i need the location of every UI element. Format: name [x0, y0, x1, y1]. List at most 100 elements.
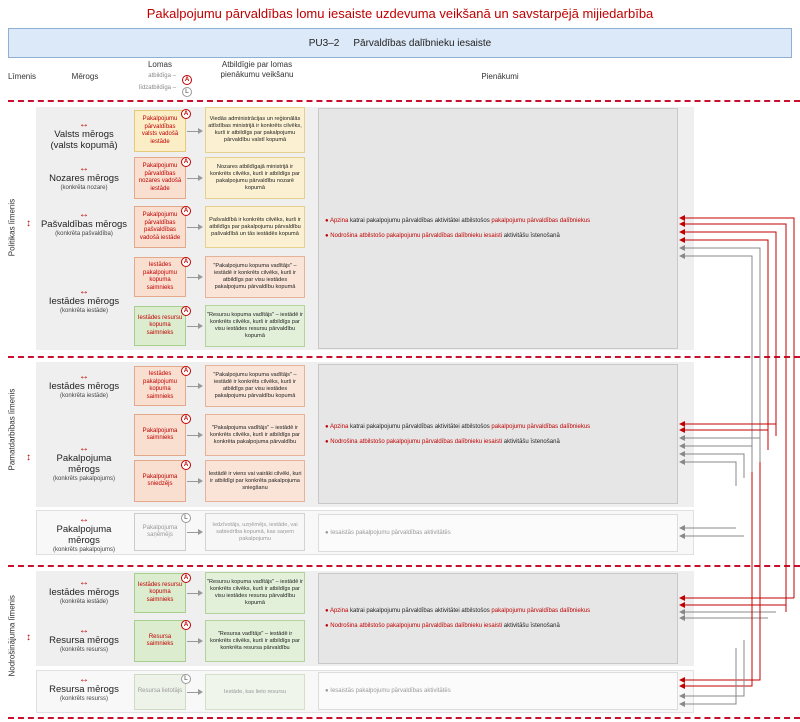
- role-iestades-resursu-kopuma-saimnieks: Iestādes resursu kopuma saimnieks: [134, 306, 186, 346]
- duties-nodrosinajuma: ● Apzina katrai pakalpojumu pārvaldības …: [318, 573, 678, 664]
- col-responsible: Atbildīgie par lomas pienākumu veikšanu: [220, 60, 294, 79]
- duty-nodrosina-2: ● Nodrošina atbilstošo pakalpojumu pārva…: [325, 438, 560, 445]
- separator-1: [8, 356, 800, 358]
- role-pakalpojuma-saimnieks: Pakalpojuma saimnieks: [134, 414, 186, 456]
- role-iestades-resursu-kopuma-saimnieks-2: Iestādes resursu kopuma saimnieks: [134, 573, 186, 613]
- arrow-head-4: [198, 274, 203, 280]
- responsible-resursu-kopuma-vaditajs-2: "Resursu kopuma vadītājs" – iestādē ir k…: [205, 572, 305, 614]
- role-nozares-vadosa-iestade: Pakalpojumu pārvaldības nozares vadošā i…: [134, 157, 186, 199]
- responsible-resursa-vaditajs: "Resursa vadītājs" – iestādē ir konkrēts…: [205, 620, 305, 662]
- role-iestades-pakalpojumu-kopuma-saimnieks-2: Iestādes pakalpojumu kopuma saimnieks: [134, 366, 186, 406]
- responsible-pakalpojumu-kopuma-vaditajs-2: "Pakalpojumu kopuma vadītājs" – iestādē …: [205, 365, 305, 407]
- scope-pakalpojuma-1: ↔Pakalpojuma mērogs(konkrēts pakalpojums…: [52, 443, 116, 483]
- arrow-line-4: [187, 277, 199, 278]
- arrow-head-5: [198, 323, 203, 329]
- scope-nozares: ↔Nozares mērogs(konkrēta nozare): [49, 163, 119, 192]
- badge-a-5: A: [181, 302, 191, 320]
- arrow-line-11: [187, 641, 199, 642]
- arrow-head-1: [198, 128, 203, 134]
- role-valsts-vadosa-iestade: Pakalpojumu pārvaldības valsts vadošā ie…: [134, 110, 186, 152]
- separator-2: [8, 565, 800, 567]
- duty-iesaistas-1: ● Iesaistās pakalpojumu pārvaldības akti…: [325, 530, 451, 536]
- scope-iestades-3: ↔Iestādes mērogs(konkrēta iestāde): [48, 577, 120, 606]
- level-nodrosinajuma-arrow: ↕: [26, 632, 31, 643]
- badge-l-2: L: [181, 670, 191, 688]
- responsible-pasvaldibas: Pašvaldībā ir konkrēts cilvēks, kurš ir …: [205, 206, 305, 248]
- arrow-line-8: [187, 481, 199, 482]
- duty-nodrosina-3: ● Nodrošina atbilstošo pakalpojumu pārva…: [325, 623, 560, 629]
- duties-pakalpojuma-sanemejs: ● Iesaistās pakalpojumu pārvaldības akti…: [318, 514, 678, 552]
- arrow-head-7: [198, 432, 203, 438]
- level-nodrosinajuma: Nodrošinājuma līmenis: [7, 595, 17, 677]
- scope-iestades-1: ↔Iestādes mērogs(konkrēta iestāde): [48, 286, 120, 315]
- scope-pasvaldibas: ↔Pašvaldības mērogs(konkrēta pašvaldība): [40, 209, 128, 238]
- arrow-line-12: [187, 692, 199, 693]
- badge-l-1: L: [181, 509, 191, 527]
- role-pasvaldibas-vadosa-iestade: Pakalpojumu pārvaldības pašvaldības vado…: [134, 206, 186, 248]
- arrow-line-6: [187, 386, 199, 387]
- badge-a-4: A: [181, 253, 191, 271]
- responsible-pakalpojumu-kopuma-vaditajs: "Pakalpojumu kopuma vadītājs" – iestādē …: [205, 256, 305, 298]
- diagram-title: Pakalpojumu pārvaldības lomu iesaiste uz…: [146, 6, 654, 21]
- header-box: PU3–2 Pārvaldības dalībnieku iesaiste: [8, 28, 792, 58]
- legend-a-badge: A: [182, 71, 192, 89]
- responsible-pakalpojuma-sanemejs: Iedzīvotājs, uzņēmējs, iestāde, vai sabi…: [205, 513, 305, 551]
- arrow-head-12: [198, 689, 203, 695]
- duties-pamatdarbibas: ● Apzina katrai pakalpojumu pārvaldības …: [318, 364, 678, 504]
- arrow-head-9: [198, 529, 203, 535]
- badge-a-3: A: [181, 202, 191, 220]
- level-politikas-arrow: ↕: [26, 218, 31, 229]
- col-scope: Mērogs: [71, 72, 99, 81]
- duty-apzina-2: ● Apzina katrai pakalpojumu pārvaldības …: [325, 423, 591, 430]
- legend-l-label: līdzatbildīga –: [138, 85, 176, 91]
- arrow-line-7: [187, 435, 199, 436]
- arrow-head-6: [198, 383, 203, 389]
- responsible-nozares: Nozares atbildīgajā ministrijā ir konkrē…: [205, 157, 305, 199]
- badge-a-2: A: [181, 153, 191, 171]
- scope-valsts: ↔Valsts mērogs(valsts kopumā): [50, 119, 118, 152]
- arrow-head-2: [198, 175, 203, 181]
- col-level: Līmenis: [7, 72, 36, 81]
- level-politikas: Politikas līmenis: [7, 198, 17, 257]
- role-pakalpojuma-sanemejs: Pakalpojuma saņēmējs: [134, 513, 186, 551]
- scope-iestades-2: ↔Iestādes mērogs(konkrēta iestāde): [48, 371, 120, 400]
- arrow-head-8: [198, 478, 203, 484]
- badge-a-7: A: [181, 410, 191, 428]
- level-pamatdarbibas-arrow: ↕: [26, 452, 31, 463]
- col-duties: Pienākumi: [481, 72, 519, 81]
- role-resursa-saimnieks: Resursa saimnieks: [134, 620, 186, 662]
- scope-resursa-1: ↔Resursa mērogs(konkrēts resurss): [49, 625, 119, 654]
- header-name: Pārvaldības dalībnieku iesaiste: [353, 37, 492, 49]
- legend-l-badge: L: [182, 83, 192, 101]
- badge-a-10: A: [181, 616, 191, 634]
- scope-pakalpojuma-2: ↔Pakalpojuma mērogs(konkrēts pakalpojums…: [52, 514, 116, 554]
- badge-a-6: A: [181, 362, 191, 380]
- duty-apzina-1: ● Apzina katrai pakalpojumu pārvaldības …: [325, 218, 591, 224]
- responsible-resursu-kopuma-vaditajs: "Resursu kopuma vadītājs" – iestādē ir k…: [205, 305, 305, 347]
- arrow-head-10: [198, 590, 203, 596]
- badge-a-9: A: [181, 569, 191, 587]
- badge-a-1: A: [181, 105, 191, 123]
- responsible-resursa-lietotajs: Iestāde, kas lieto resursu: [205, 674, 305, 710]
- duty-iesaistas-2: ● Iesaistās pakalpojumu pārvaldības akti…: [325, 688, 451, 694]
- separator-bottom: [8, 717, 800, 719]
- separator-top: [8, 100, 800, 102]
- role-pakalpojuma-sniedzejs: Pakalpojuma sniedzējs: [134, 460, 186, 502]
- responsible-pakalpojuma-sniedzeji: Iestādē ir viens vai vairāki cilvēki, ku…: [205, 460, 305, 502]
- level-pamatdarbibas: Pamatdarbības līmenis: [7, 388, 17, 471]
- connector-lines: [679, 215, 795, 707]
- arrow-line-9: [187, 532, 199, 533]
- duties-politikas: ● Apzina katrai pakalpojumu pārvaldības …: [318, 108, 678, 349]
- arrow-line-1: [187, 131, 199, 132]
- arrow-head-11: [198, 638, 203, 644]
- responsible-pakalpojuma-vaditajs: "Pakalpojuma vadītājs" – iestādē ir konk…: [205, 414, 305, 456]
- role-iestades-pakalpojumu-kopuma-saimnieks: Iestādes pakalpojumu kopuma saimnieks: [134, 257, 186, 297]
- duty-apzina-3: ● Apzina katrai pakalpojumu pārvaldības …: [325, 608, 591, 614]
- duties-resursa-lietotajs: ● Iesaistās pakalpojumu pārvaldības akti…: [318, 672, 678, 710]
- col-roles: Lomas: [147, 60, 172, 69]
- legend-a-label: atbildīga –: [148, 73, 176, 79]
- arrow-line-5: [187, 326, 199, 327]
- arrow-line-10: [187, 593, 199, 594]
- arrow-line-2: [187, 178, 199, 179]
- badge-a-8: A: [181, 456, 191, 474]
